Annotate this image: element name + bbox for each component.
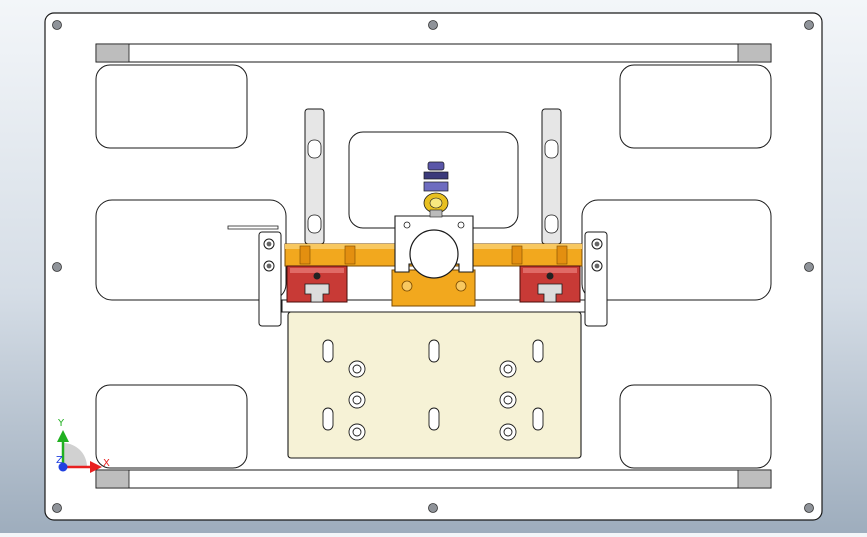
bottom-rail[interactable] [95, 469, 772, 489]
cutout-pocket [95, 64, 248, 149]
mount-hole [804, 20, 814, 30]
cutout-pocket [95, 384, 248, 469]
cutout-pocket [619, 384, 772, 469]
mount-hole [428, 20, 438, 30]
rail-end-cap [95, 43, 130, 63]
mount-hole [428, 503, 438, 513]
slider-plate[interactable] [287, 311, 582, 459]
right-side-bracket[interactable] [584, 231, 608, 327]
left-side-bracket[interactable] [227, 225, 282, 327]
cutout-pocket [619, 64, 772, 149]
rail-end-cap [95, 469, 130, 489]
mounting-holes [52, 20, 814, 513]
rail-end-cap [737, 43, 772, 63]
x-axis-label: X [103, 458, 110, 469]
y-axis-label: Y [57, 418, 65, 429]
mount-hole [52, 20, 62, 30]
coordinate-triad: Y X Z [56, 418, 110, 473]
mount-hole [52, 262, 62, 272]
left-post[interactable] [304, 108, 325, 245]
right-carriage[interactable] [519, 265, 581, 303]
rail-end-cap [737, 469, 772, 489]
mount-hole [804, 503, 814, 513]
top-rail[interactable] [95, 43, 772, 63]
plate-cutouts [95, 64, 772, 469]
cutout-pocket [95, 199, 287, 301]
cutout-pocket [581, 199, 772, 301]
left-carriage[interactable] [286, 265, 348, 303]
right-post[interactable] [541, 108, 562, 245]
z-axis-dot [58, 462, 68, 472]
center-bearing-block[interactable] [391, 215, 476, 307]
mount-hole [52, 503, 62, 513]
z-axis-label: Z [56, 455, 63, 466]
pneumatic-fitting[interactable] [423, 161, 449, 218]
mount-hole [804, 262, 814, 272]
